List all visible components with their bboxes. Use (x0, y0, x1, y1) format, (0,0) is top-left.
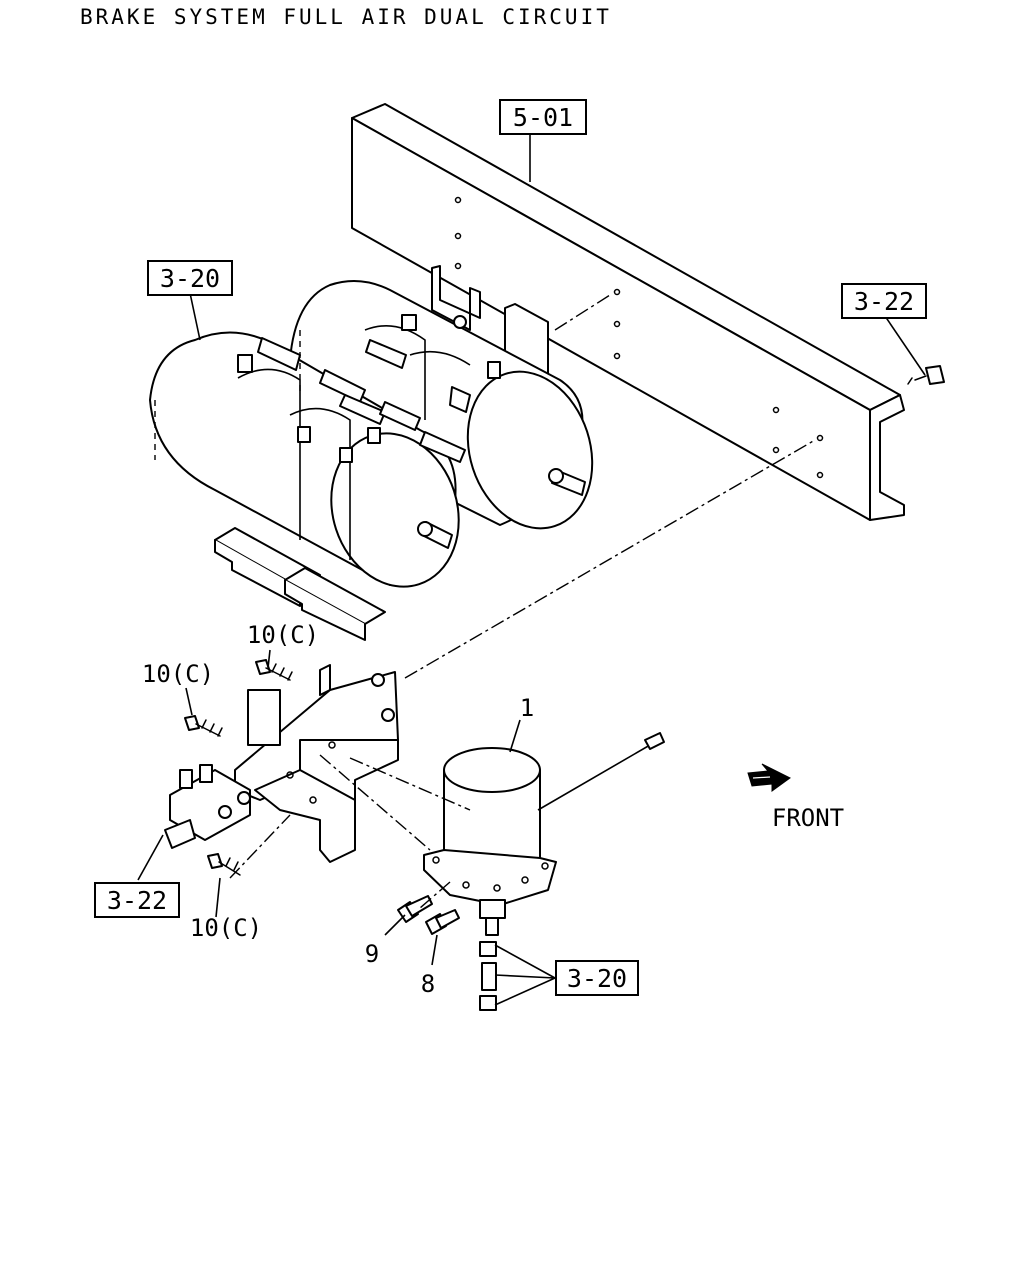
bolt-10c-lower (207, 853, 241, 876)
ref-label-frame: 5-01 (513, 103, 573, 132)
air-dryer (423, 732, 665, 936)
dryer-bracket (164, 664, 399, 863)
leader-lines (137, 134, 926, 1006)
callout-bolt-lower: 10(C) (190, 914, 262, 942)
ref-box-tanks: 3-20 (147, 260, 233, 296)
fitting-9 (397, 895, 433, 923)
dryer-fittings (479, 941, 497, 1011)
front-label: FRONT (772, 804, 844, 832)
callout-bolt-left: 10(C) (142, 660, 214, 688)
frame-bolt (907, 365, 945, 385)
callout-dryer: 1 (520, 694, 534, 722)
air-tanks (149, 265, 594, 641)
front-arrow-icon (747, 763, 791, 792)
ref-label-tanks: 3-20 (160, 264, 220, 293)
callout-bolt-upper: 10(C) (247, 621, 319, 649)
ref-box-valve: 3-22 (94, 882, 180, 918)
callout-fitting-8: 8 (421, 970, 435, 998)
bolt-10c-upper (255, 659, 293, 681)
ref-box-dryer-fittings: 3-20 (555, 960, 639, 996)
diagram-title: BRAKE SYSTEM FULL AIR DUAL CIRCUIT (80, 5, 612, 29)
ref-label-valve: 3-22 (107, 886, 167, 915)
frame-rail (351, 103, 905, 521)
bolt-10c-left (184, 715, 223, 737)
ref-box-frame: 5-01 (499, 99, 587, 135)
callout-fitting-9: 9 (365, 940, 379, 968)
ref-box-bolt-top: 3-22 (841, 283, 927, 319)
ref-label-bolt-top: 3-22 (854, 287, 914, 316)
ref-label-dryer-fittings: 3-20 (567, 964, 627, 993)
fitting-8 (425, 909, 460, 935)
